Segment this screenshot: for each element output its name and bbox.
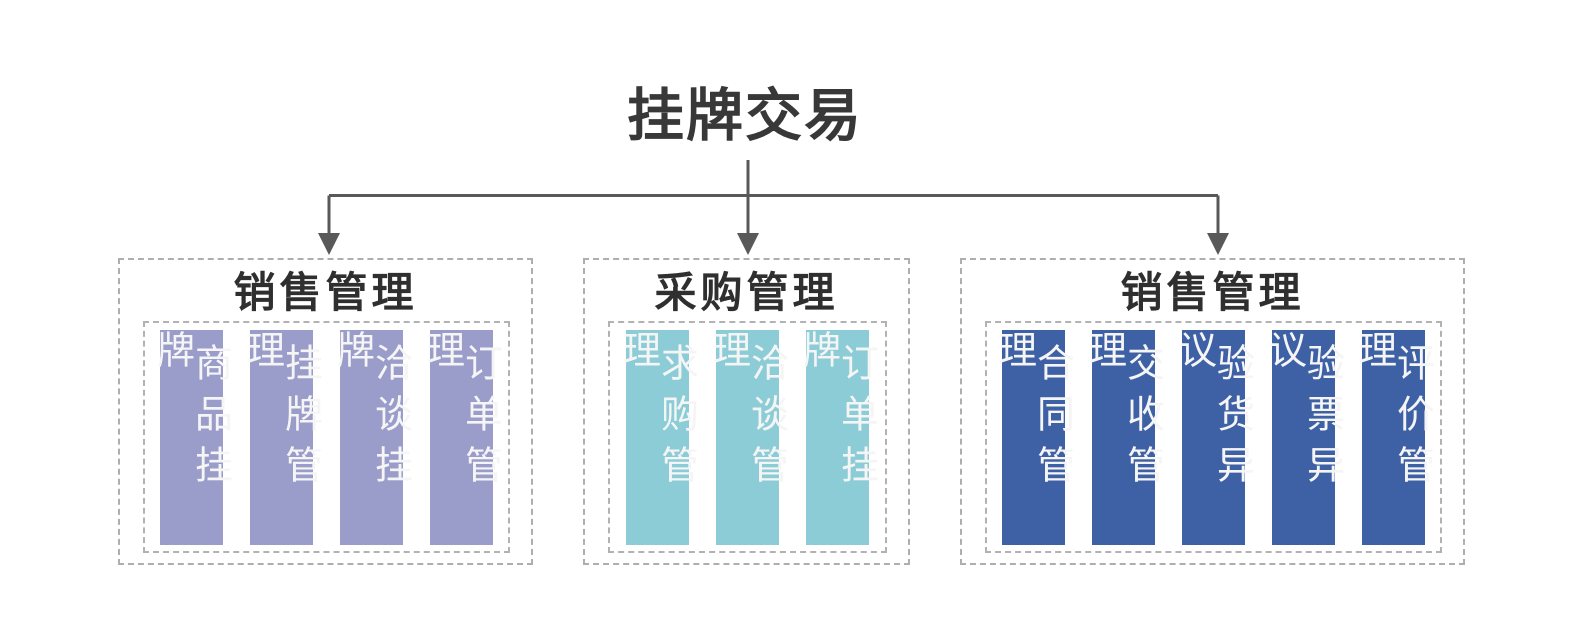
group-box-procurement: 采购管理 求购管理 洽谈管理 订单挂牌 xyxy=(583,258,910,565)
column-item: 洽谈挂牌 xyxy=(331,329,413,545)
arrowhead-down-icon xyxy=(737,233,759,255)
column-item: 求购管理 xyxy=(617,329,699,545)
column-item: 商品挂牌 xyxy=(151,329,233,545)
group-box-sales-2: 销售管理 合同管理 交收管理 验货异议 验票异议 评价管理 xyxy=(960,258,1465,565)
column-group: 求购管理 洽谈管理 订单挂牌 xyxy=(608,321,887,553)
column-item: 评价管理 xyxy=(1353,329,1435,545)
group-title: 销售管理 xyxy=(233,268,418,317)
arrowhead-down-icon xyxy=(1207,233,1229,255)
column-item: 验货异议 xyxy=(1173,329,1255,545)
column-item: 订单管理 xyxy=(421,329,503,545)
column-group: 商品挂牌 挂牌管理 洽谈挂牌 订单管理 xyxy=(143,321,510,553)
column-item: 验票异议 xyxy=(1263,329,1345,545)
group-box-sales-1: 销售管理 商品挂牌 挂牌管理 洽谈挂牌 订单管理 xyxy=(118,258,533,565)
group-title: 采购管理 xyxy=(654,268,839,317)
column-group: 合同管理 交收管理 验货异议 验票异议 评价管理 xyxy=(985,321,1442,553)
column-item: 交收管理 xyxy=(1083,329,1165,545)
diagram-title: 挂牌交易 xyxy=(627,83,863,149)
group-title: 销售管理 xyxy=(1120,268,1305,317)
arrowhead-down-icon xyxy=(318,233,340,255)
column-item: 订单挂牌 xyxy=(797,329,879,545)
column-item: 洽谈管理 xyxy=(707,329,789,545)
column-item: 合同管理 xyxy=(993,329,1075,545)
column-item: 挂牌管理 xyxy=(241,329,323,545)
